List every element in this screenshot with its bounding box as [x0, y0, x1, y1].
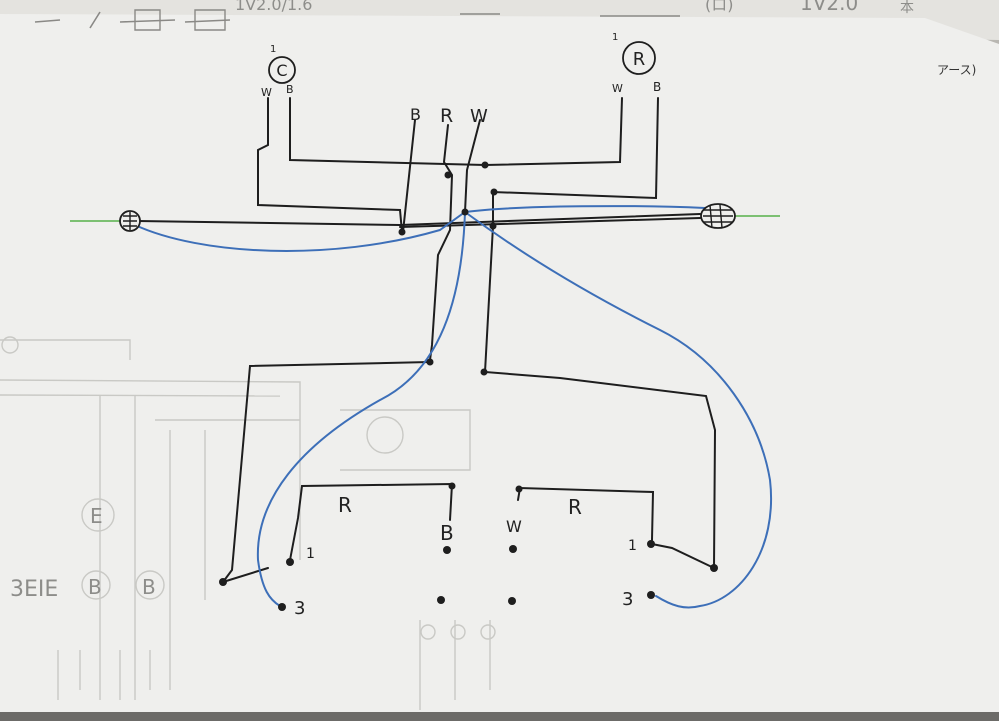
lamp-r-count: 1 [612, 32, 618, 43]
top-page-suffix: 本 [900, 0, 914, 16]
show-through-label-4: E [90, 504, 103, 528]
lamp-c-count: 1 [270, 44, 276, 55]
wire-cable-w [464, 119, 481, 213]
junction-box-left [119, 210, 141, 232]
wire-right-switch-link [651, 543, 715, 569]
left-switch-label: R [338, 493, 352, 517]
blue-wires [134, 205, 773, 609]
lamp-c-label: C [276, 61, 287, 80]
side-note: アース) [937, 63, 976, 77]
top-page-text-left: 1V2.0/1.6 [235, 0, 312, 14]
show-through-label-2: B [88, 575, 102, 599]
cable-label-w: W [470, 106, 488, 127]
top-page-boxes [134, 9, 226, 31]
lamp-r-circle [622, 41, 656, 75]
wire-right-switch-box [517, 486, 655, 541]
right-switch-terminal-1-label: 1 [628, 538, 637, 554]
lamp-r-label: R [633, 49, 646, 70]
left-switch-terminal-3-label: 3 [294, 598, 305, 619]
outlet-b-top [443, 546, 451, 554]
junction-box-right [700, 203, 736, 229]
lamp-r-terminal-b: B [653, 80, 661, 94]
blue-wire-left-switch [256, 211, 466, 607]
lamp-c-terminal-w: W [261, 86, 272, 99]
show-through-label-1: 3EIE [10, 577, 58, 602]
blue-wire-lamps [134, 205, 706, 252]
lamp-c: C 1 W B [261, 44, 296, 99]
lamp-c-terminal-b: B [286, 83, 294, 96]
left-switch-terminal-1-label: 1 [306, 546, 315, 562]
wire-cable-r [429, 124, 454, 361]
right-switch-terminal-3 [647, 591, 655, 599]
outlet-w-top [509, 545, 517, 553]
wire-lamp-c-w [257, 97, 403, 233]
wire-left-switch-box [289, 482, 454, 561]
blue-wire-right-switch [464, 211, 773, 609]
lamp-r-terminal-w: W [612, 82, 623, 95]
cable-label-b: B [410, 105, 421, 124]
outlet-b-bottom [437, 596, 445, 604]
terminal-dots [278, 482, 655, 611]
black-wires [137, 97, 717, 583]
left-switch-terminal-3 [278, 603, 286, 611]
top-page-strokes [34, 11, 680, 29]
right-switch-terminal-3-label: 3 [622, 589, 633, 610]
wire-main-bus-2 [399, 217, 701, 228]
cable-label-r: R [440, 105, 453, 127]
paper-sheet [0, 14, 999, 721]
right-switch-terminal-1 [647, 540, 655, 548]
left-switch-terminal-1 [286, 558, 294, 566]
top-page-symbol: (ロ) [705, 0, 734, 14]
junction-dots [219, 161, 718, 586]
outlet-w-bottom [508, 597, 516, 605]
top-page-value: 1V2.0 [800, 0, 858, 15]
lamp-c-circle [268, 56, 296, 84]
show-through-label-3: B [142, 575, 156, 599]
wire-right-switch-feed [483, 225, 717, 569]
table-edge [0, 712, 999, 721]
wire-main-bus [137, 213, 701, 227]
right-switch-label: R [568, 495, 582, 519]
outlet-label-w: W [506, 517, 522, 536]
wire-cable-b [402, 119, 416, 233]
lamp-r: R 1 W B [612, 32, 661, 95]
outlet-label-b: B [440, 521, 454, 545]
wire-left-switch-feed [222, 361, 431, 583]
